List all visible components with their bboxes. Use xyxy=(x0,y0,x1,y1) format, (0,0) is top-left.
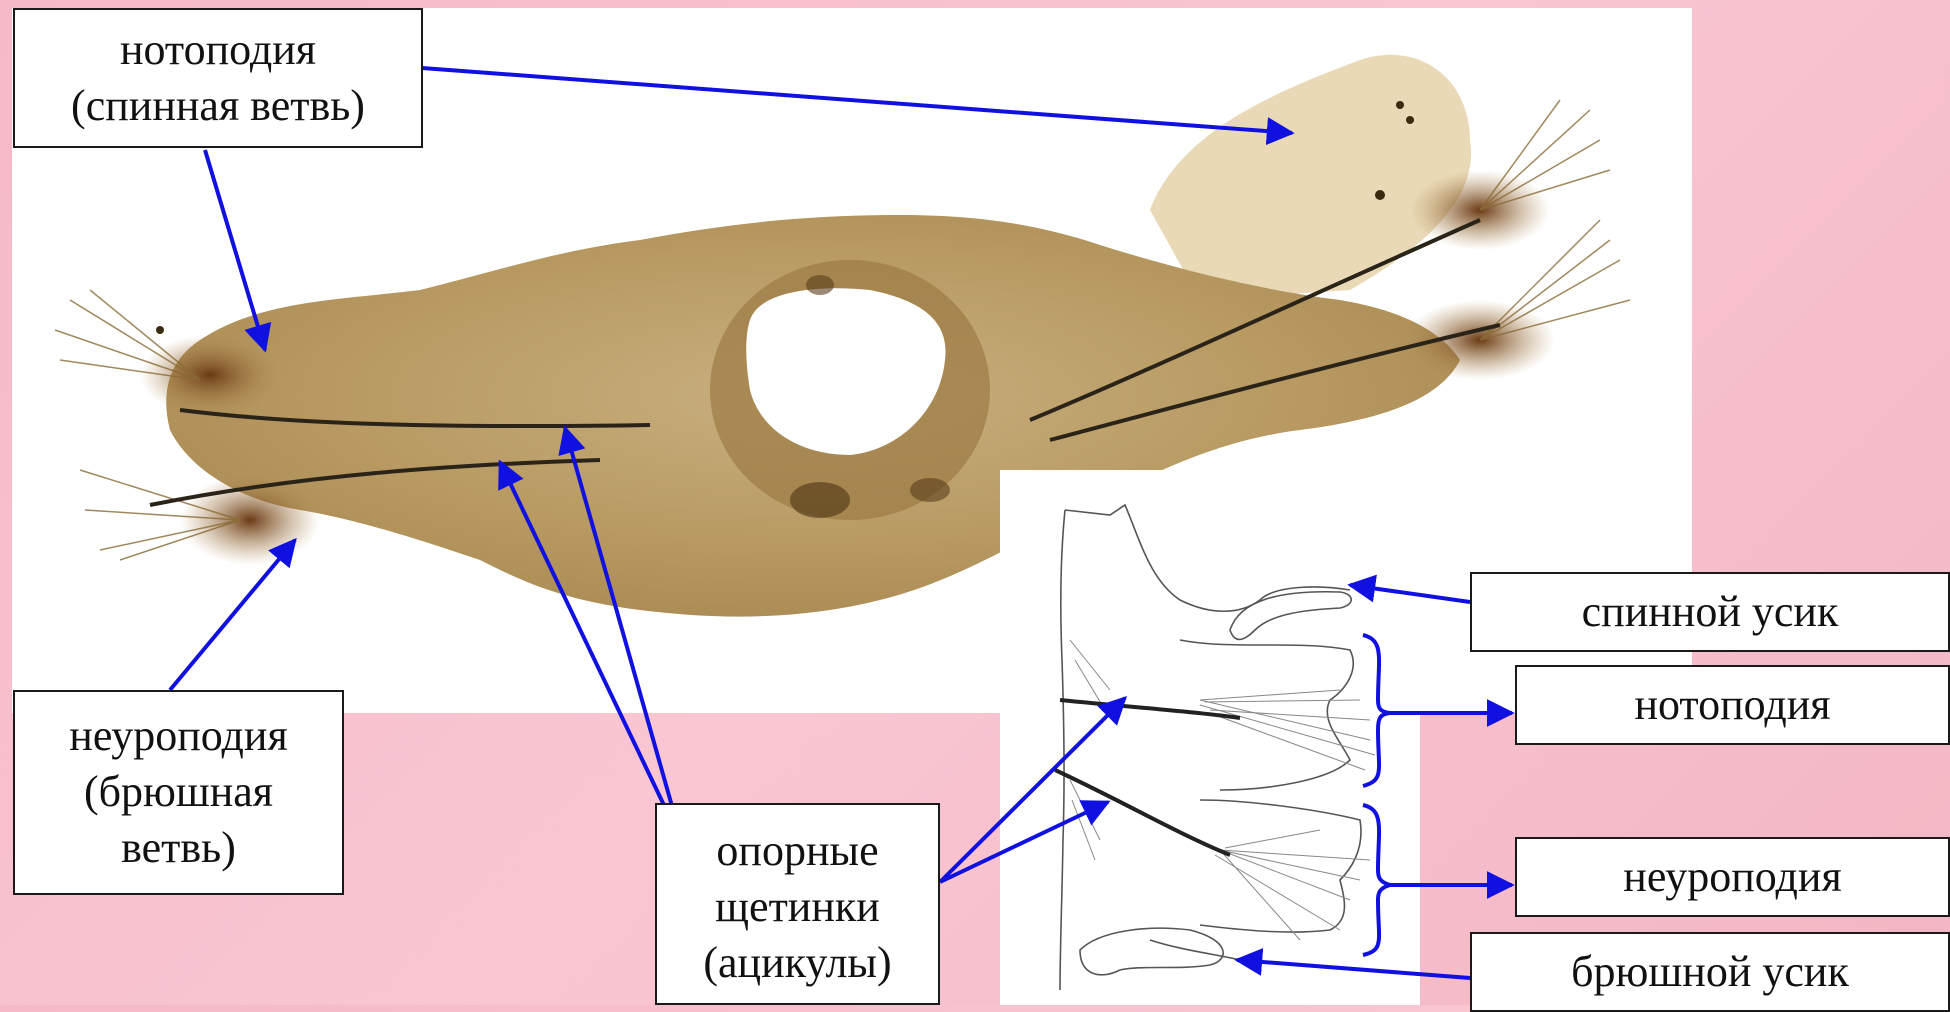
notopodia-label-line1: нотоподия xyxy=(15,22,421,78)
neuropodia-ventral-branch-label: неуроподия (брюшная ветвь) xyxy=(13,690,344,895)
acicula-label-line1: опорные xyxy=(657,823,938,879)
parapodium-drawing xyxy=(1000,470,1420,1005)
neuropodia-label-line2: (брюшная xyxy=(15,764,342,820)
acicula-label: опорные щетинки (ацикулы) xyxy=(655,803,940,1005)
notopodia-label: нотоподия xyxy=(1515,665,1950,745)
acicula-label-line2: щетинки xyxy=(657,879,938,935)
neuropodia-label-line1: неуроподия xyxy=(15,708,342,764)
ventral-cirrus-text: брюшной усик xyxy=(1472,944,1948,1000)
neuropodia-label-line3: ветвь) xyxy=(15,820,342,876)
notopodia-label-line2: (спинная ветвь) xyxy=(15,78,421,134)
dorsal-cirrus-label: спинной усик xyxy=(1470,572,1950,652)
acicula-label-line3: (ацикулы) xyxy=(657,935,938,991)
notopodia-text: нотоподия xyxy=(1517,677,1948,733)
ventral-cirrus-label: брюшной усик xyxy=(1470,932,1950,1012)
notopodia-dorsal-branch-label: нотоподия (спинная ветвь) xyxy=(13,8,423,148)
neuropodia-text: неуроподия xyxy=(1517,849,1948,905)
dorsal-cirrus-text: спинной усик xyxy=(1472,584,1948,640)
neuropodia-label: неуроподия xyxy=(1515,837,1950,917)
